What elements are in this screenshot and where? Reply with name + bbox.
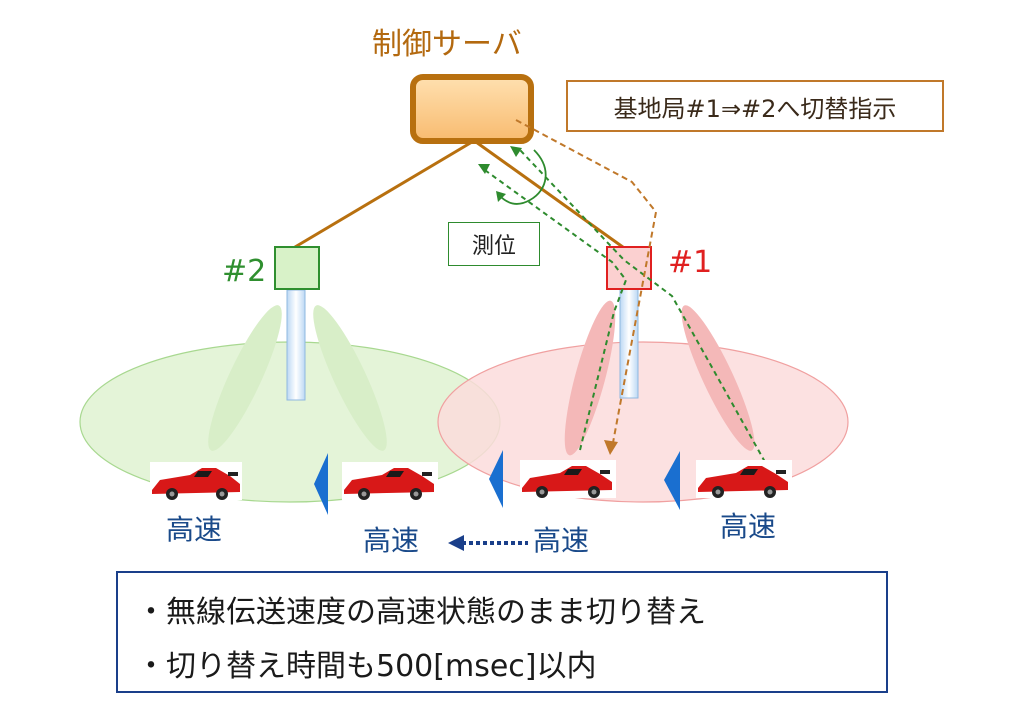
link-to-bs1 [475, 140, 628, 252]
summary-line: ・無線伝送速度の高速状態のまま切り替え [136, 595, 706, 630]
summary-line: ・切り替え時間も500[msec]以内 [136, 649, 597, 684]
base-station-2 [274, 246, 320, 290]
base-station-1 [606, 246, 652, 290]
move-arrow-3 [664, 451, 680, 510]
summary-box: ・無線伝送速度の高速状態のまま切り替え ・切り替え時間も500[msec]以内 [116, 571, 888, 693]
positioning-label: 測位 [448, 222, 540, 266]
move-arrow-1 [314, 453, 328, 515]
loop-arrowhead [496, 191, 506, 202]
race-car-icon [342, 462, 438, 500]
move-arrow-2 [489, 450, 503, 508]
race-car-icon [150, 462, 242, 500]
speed-label: 高速 [363, 524, 420, 557]
orange-arrowhead [604, 440, 618, 455]
green-path-inner [481, 167, 628, 451]
speed-label: 高速 [533, 524, 590, 557]
handover-arrowhead [448, 535, 464, 551]
speed-label: 高速 [166, 513, 223, 546]
measurement-loop [499, 149, 547, 205]
race-car-icon [696, 460, 792, 498]
beam-2-left [208, 305, 282, 451]
handover-instruction: 基地局#1⇒#2へ切替指示 [566, 80, 944, 132]
race-car-icon [520, 460, 616, 498]
speed-label: 高速 [720, 510, 777, 543]
handover-instruction-text: 基地局#1⇒#2へ切替指示 [613, 94, 897, 123]
base-station-2-label: #2 [222, 254, 267, 289]
orange-path [515, 119, 658, 449]
beam-1-left [564, 300, 616, 456]
base-station-1-label: #1 [668, 245, 713, 280]
green-arrowhead-2 [478, 164, 490, 174]
pole-2 [286, 289, 306, 401]
server-title: 制御サーバ [372, 27, 522, 62]
link-to-bs2 [289, 140, 473, 252]
control-server [410, 74, 534, 144]
beam-1-right [681, 305, 755, 451]
beam-2-right [313, 305, 387, 451]
pole-1 [619, 287, 639, 399]
positioning-label-text: 測位 [471, 234, 516, 259]
green-path-outer [519, 149, 766, 463]
green-arrowhead-1 [510, 146, 522, 157]
